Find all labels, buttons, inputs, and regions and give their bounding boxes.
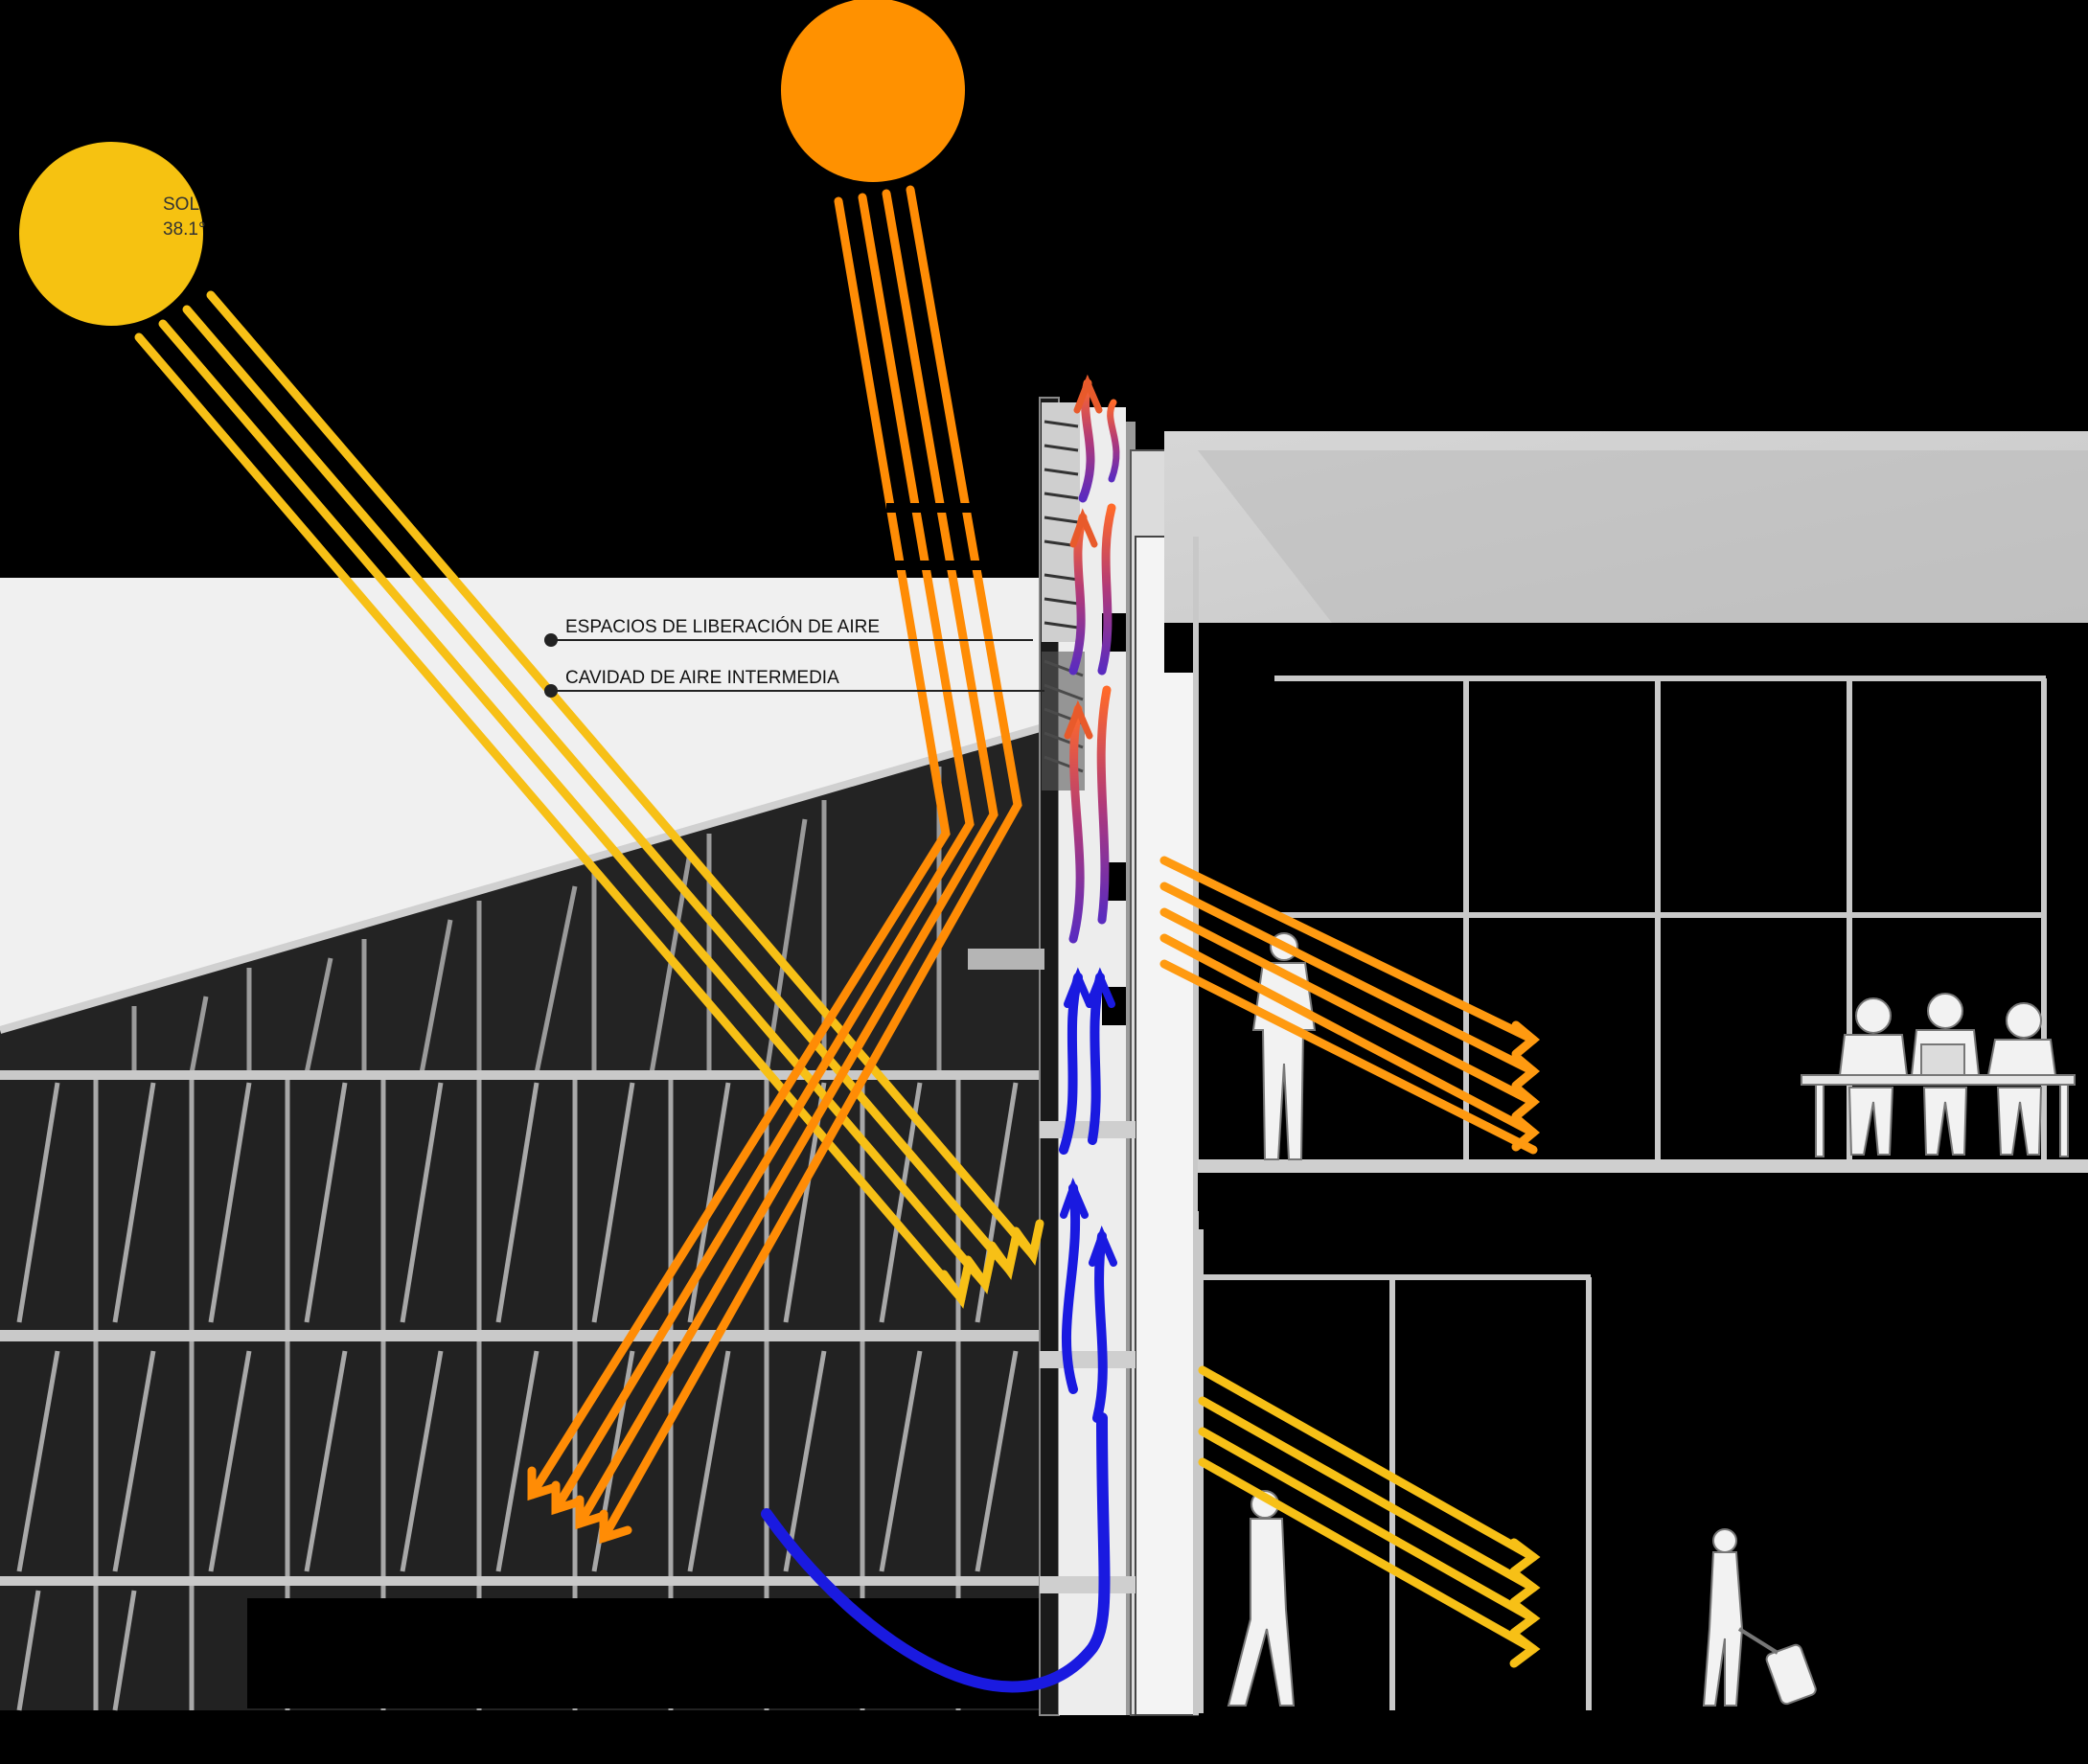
floor-band	[0, 1070, 1040, 1080]
upper-floor-slab	[1198, 1159, 2088, 1173]
orange-sun	[781, 0, 965, 182]
traveler-with-suitcase	[1702, 1528, 1817, 1707]
air-cavity-label: CAVIDAD DE AIRE INTERMEDIA	[565, 668, 839, 688]
annotation-air-cavity: CAVIDAD DE AIRE INTERMEDIA	[544, 668, 1044, 698]
cool-air-flow	[761, 967, 1117, 1693]
yellow-sun-rays	[134, 290, 1044, 1309]
lower-floor-glazing	[1198, 1274, 1592, 1710]
orange-sun-rays	[527, 185, 1022, 1545]
floor-band	[0, 1576, 1040, 1586]
floor-band	[0, 1330, 1040, 1341]
air-release-label: ESPACIOS DE LIBERACIÓN DE AIRE	[565, 616, 880, 637]
people	[1227, 932, 2076, 1707]
lower-floor-rays	[1198, 1365, 1541, 1668]
right-building	[1164, 431, 2088, 1715]
sun-angle-label: 38.1°	[163, 219, 206, 240]
walking-woman	[1227, 1490, 1296, 1707]
sun-label: SOL	[163, 195, 199, 215]
upper-floor-rays	[1159, 856, 1541, 1155]
seated-group	[1801, 993, 2076, 1157]
ground-floor-opening	[247, 1598, 1110, 1708]
annotation-air-release: ESPACIOS DE LIBERACIÓN DE AIRE	[544, 616, 1033, 647]
yellow-sun	[19, 142, 203, 326]
warm-air-flow	[1064, 374, 1120, 944]
ray-breaks	[886, 503, 1030, 570]
